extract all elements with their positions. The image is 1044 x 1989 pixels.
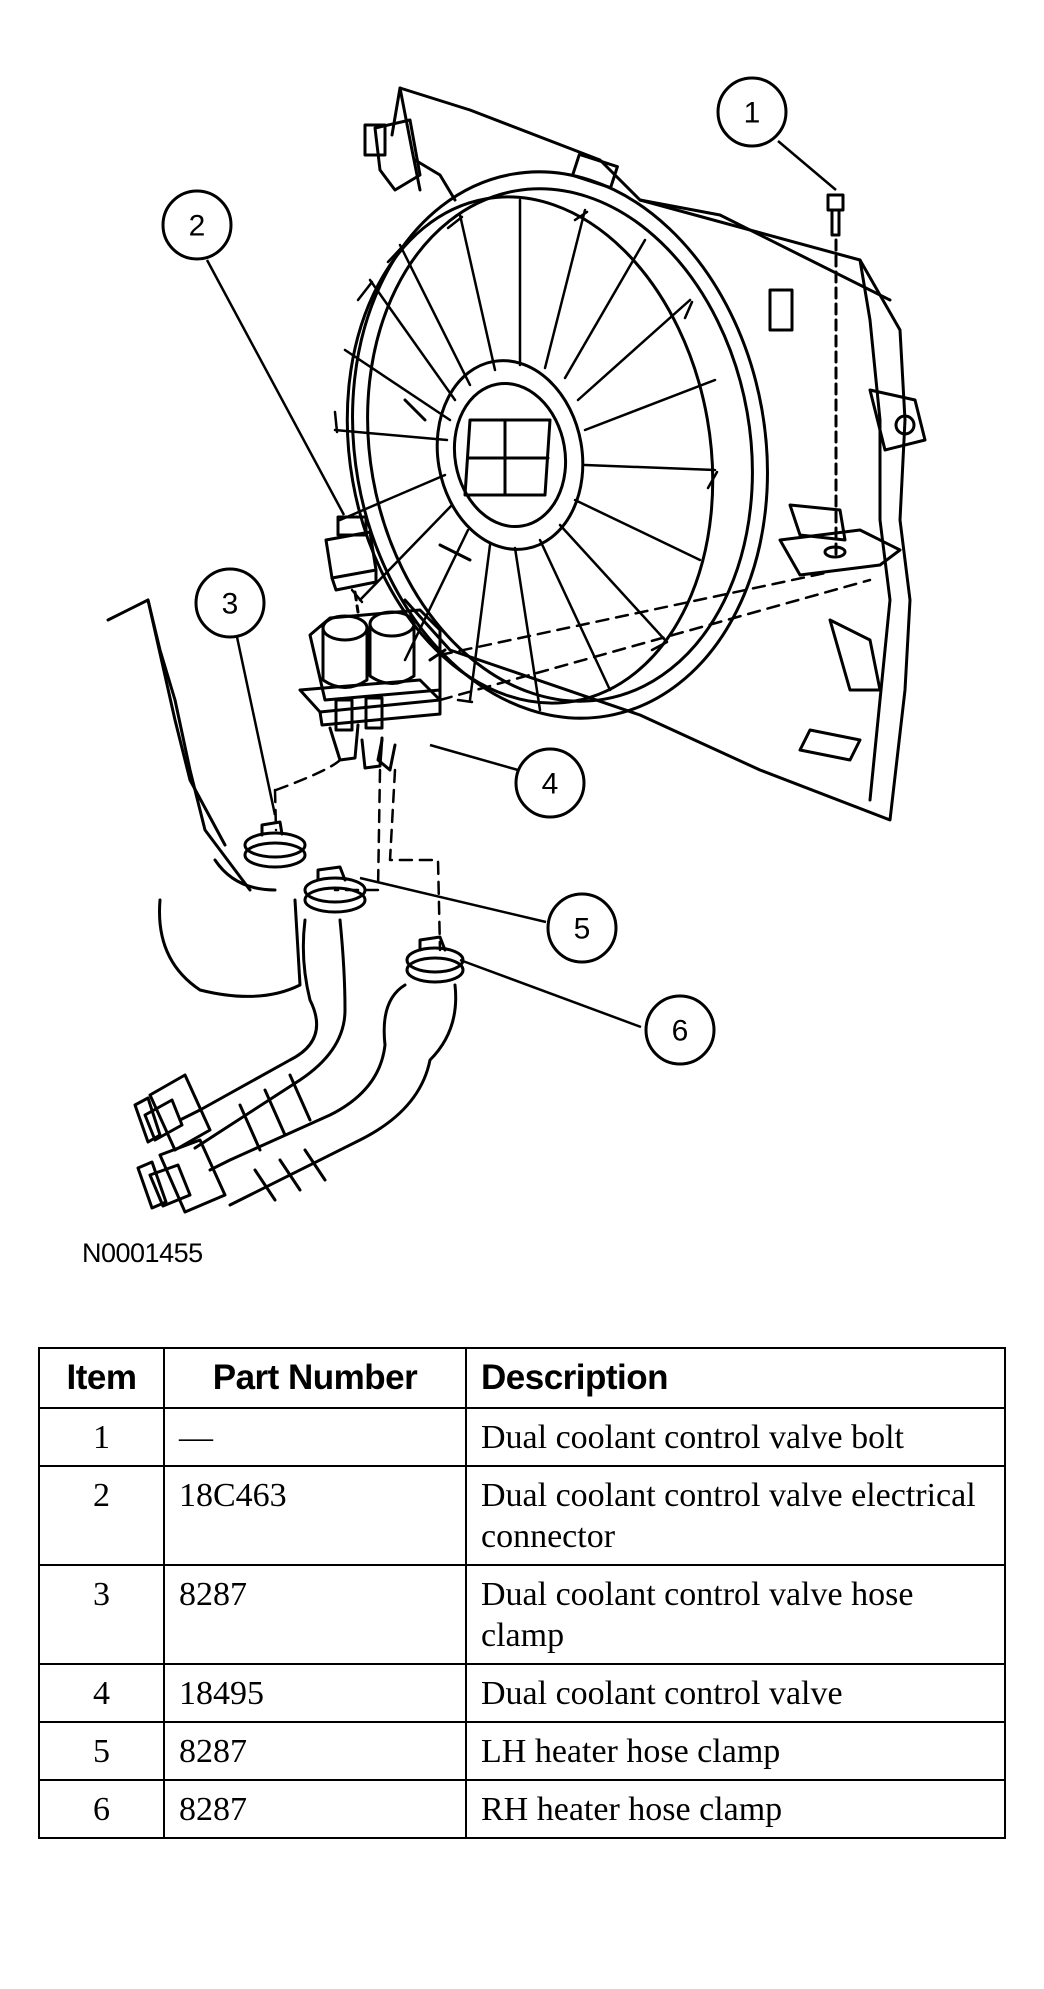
table-row: 1 — Dual coolant control valve bolt [38,1407,1006,1467]
callout-6: 6 [644,994,716,1066]
svg-text:2: 2 [189,210,206,243]
valve-mount-bracket [778,528,902,577]
cell-description: Dual coolant control valve bolt [465,1407,1006,1467]
header-part-number: Part Number [163,1347,467,1409]
cell-description: Dual coolant control valve hose clamp [465,1564,1006,1665]
cell-item: 2 [38,1465,165,1566]
cell-item: 1 [38,1407,165,1467]
parts-table: Item Part Number Description 1 — Dual co… [38,1347,1006,1839]
header-item: Item [38,1347,165,1409]
exploded-view-illustration: 1 2 3 4 5 6 [106,76,927,1214]
cell-item: 3 [38,1564,165,1665]
dual-coolant-control-valve [298,608,447,772]
cell-part-number: 18C463 [163,1465,467,1566]
electrical-connector [324,515,378,614]
cell-item: 5 [38,1721,165,1781]
cell-description: Dual coolant control valve [465,1663,1006,1723]
callout-2: 2 [161,189,233,261]
svg-text:6: 6 [672,1015,689,1048]
table-row: 5 8287 LH heater hose clamp [38,1721,1006,1781]
table-row: 3 8287 Dual coolant control valve hose c… [38,1564,1006,1665]
valve-bolt [826,193,845,562]
svg-text:4: 4 [542,768,559,801]
upper-hose [106,598,302,998]
header-description: Description [465,1347,1006,1409]
svg-text:5: 5 [574,913,591,946]
cooling-fan [333,170,769,720]
cell-description: Dual coolant control valve electrical co… [465,1465,1006,1566]
shroud-connector [363,118,457,202]
cell-description: LH heater hose clamp [465,1721,1006,1781]
hose-clamp-5 [303,865,367,914]
table-row: 2 18C463 Dual coolant control valve elec… [38,1465,1006,1566]
callout-5: 5 [546,892,618,964]
cell-part-number: — [163,1407,467,1467]
table-row: 6 8287 RH heater hose clamp [38,1779,1006,1839]
callout-4: 4 [514,747,586,819]
cell-part-number: 18495 [163,1663,467,1723]
heater-hose-fittings [133,1073,227,1214]
leader-lines [205,140,837,1029]
hose-clamp-6 [405,935,465,984]
cell-description: RH heater hose clamp [465,1779,1006,1839]
cell-item: 4 [38,1663,165,1723]
hose-clamp-3 [243,820,307,869]
cell-item: 6 [38,1779,165,1839]
svg-text:3: 3 [222,588,239,621]
cell-part-number: 8287 [163,1564,467,1665]
fan-shroud [390,86,927,822]
callout-1: 1 [716,76,788,148]
cell-part-number: 8287 [163,1779,467,1839]
hose-routing-lines [273,758,442,952]
table-row: 4 18495 Dual coolant control valve [38,1663,1006,1723]
heater-hoses [178,918,458,1207]
svg-text:1: 1 [744,97,761,130]
table-header-row: Item Part Number Description [38,1347,1006,1409]
callout-3: 3 [194,567,266,639]
figure-id: N0001455 [82,1238,203,1268]
alignment-lines [438,570,872,702]
cell-part-number: 8287 [163,1721,467,1781]
